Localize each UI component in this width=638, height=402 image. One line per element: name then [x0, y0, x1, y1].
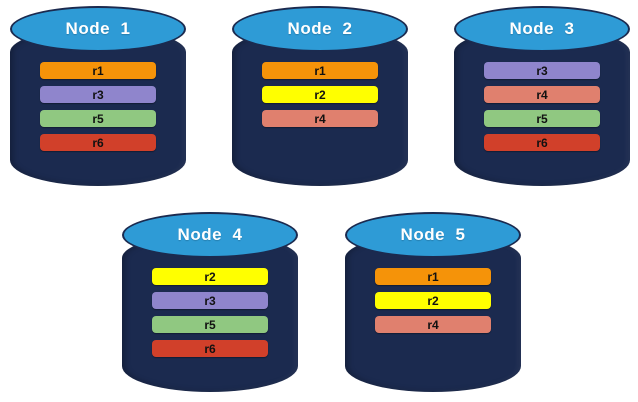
node-label: Node 5 — [400, 225, 466, 244]
node-label: Node 2 — [287, 19, 353, 38]
replica-bar-r5[interactable]: r5 — [483, 110, 601, 127]
cylinder-top-ellipse — [122, 212, 298, 258]
replica-bar-r6[interactable]: r6 — [39, 134, 157, 151]
replica-bar-r5[interactable]: r5 — [151, 316, 269, 333]
cylinder-top-ellipse — [232, 6, 408, 52]
replica-bar-r2[interactable]: r2 — [261, 86, 379, 103]
replica-bar-r3[interactable]: r3 — [483, 62, 601, 79]
cylinder-body — [454, 28, 630, 186]
replica-stack: r1 r2 r4 — [374, 268, 492, 333]
replica-bar-r1[interactable]: r1 — [374, 268, 492, 285]
replica-bar-r4[interactable]: r4 — [483, 86, 601, 103]
replica-stack: r1 r3 r5 r6 — [39, 62, 157, 151]
database-node-2[interactable]: Node 2 r1 r2 r4 — [232, 6, 408, 186]
replica-bar-r2[interactable]: r2 — [151, 268, 269, 285]
database-node-4[interactable]: Node 4 r2 r3 r5 r6 — [122, 212, 298, 392]
cylinder-top-ellipse — [454, 6, 630, 52]
replica-stack: r2 r3 r5 r6 — [151, 268, 269, 357]
cylinder-body — [122, 234, 298, 392]
replica-bar-r3[interactable]: r3 — [39, 86, 157, 103]
cylinder-top-ellipse — [10, 6, 186, 52]
replica-stack: r1 r2 r4 — [261, 62, 379, 127]
database-node-5[interactable]: Node 5 r1 r2 r4 — [345, 212, 521, 392]
cylinder-top-ellipse — [345, 212, 521, 258]
replica-bar-r3[interactable]: r3 — [151, 292, 269, 309]
cylinder-body — [345, 234, 521, 392]
replica-bar-r4[interactable]: r4 — [261, 110, 379, 127]
node-label: Node 1 — [65, 19, 131, 38]
replica-bar-r5[interactable]: r5 — [39, 110, 157, 127]
node-label: Node 3 — [509, 19, 575, 38]
replica-bar-r1[interactable]: r1 — [261, 62, 379, 79]
database-node-1[interactable]: Node 1 r1 r3 r5 r6 — [10, 6, 186, 186]
cylinder-body — [10, 28, 186, 186]
cylinder-body — [232, 28, 408, 186]
replica-bar-r6[interactable]: r6 — [151, 340, 269, 357]
replica-bar-r2[interactable]: r2 — [374, 292, 492, 309]
node-label: Node 4 — [177, 225, 243, 244]
replica-bar-r6[interactable]: r6 — [483, 134, 601, 151]
database-node-3[interactable]: Node 3 r3 r4 r5 r6 — [454, 6, 630, 186]
replica-bar-r4[interactable]: r4 — [374, 316, 492, 333]
replica-bar-r1[interactable]: r1 — [39, 62, 157, 79]
replica-stack: r3 r4 r5 r6 — [483, 62, 601, 151]
